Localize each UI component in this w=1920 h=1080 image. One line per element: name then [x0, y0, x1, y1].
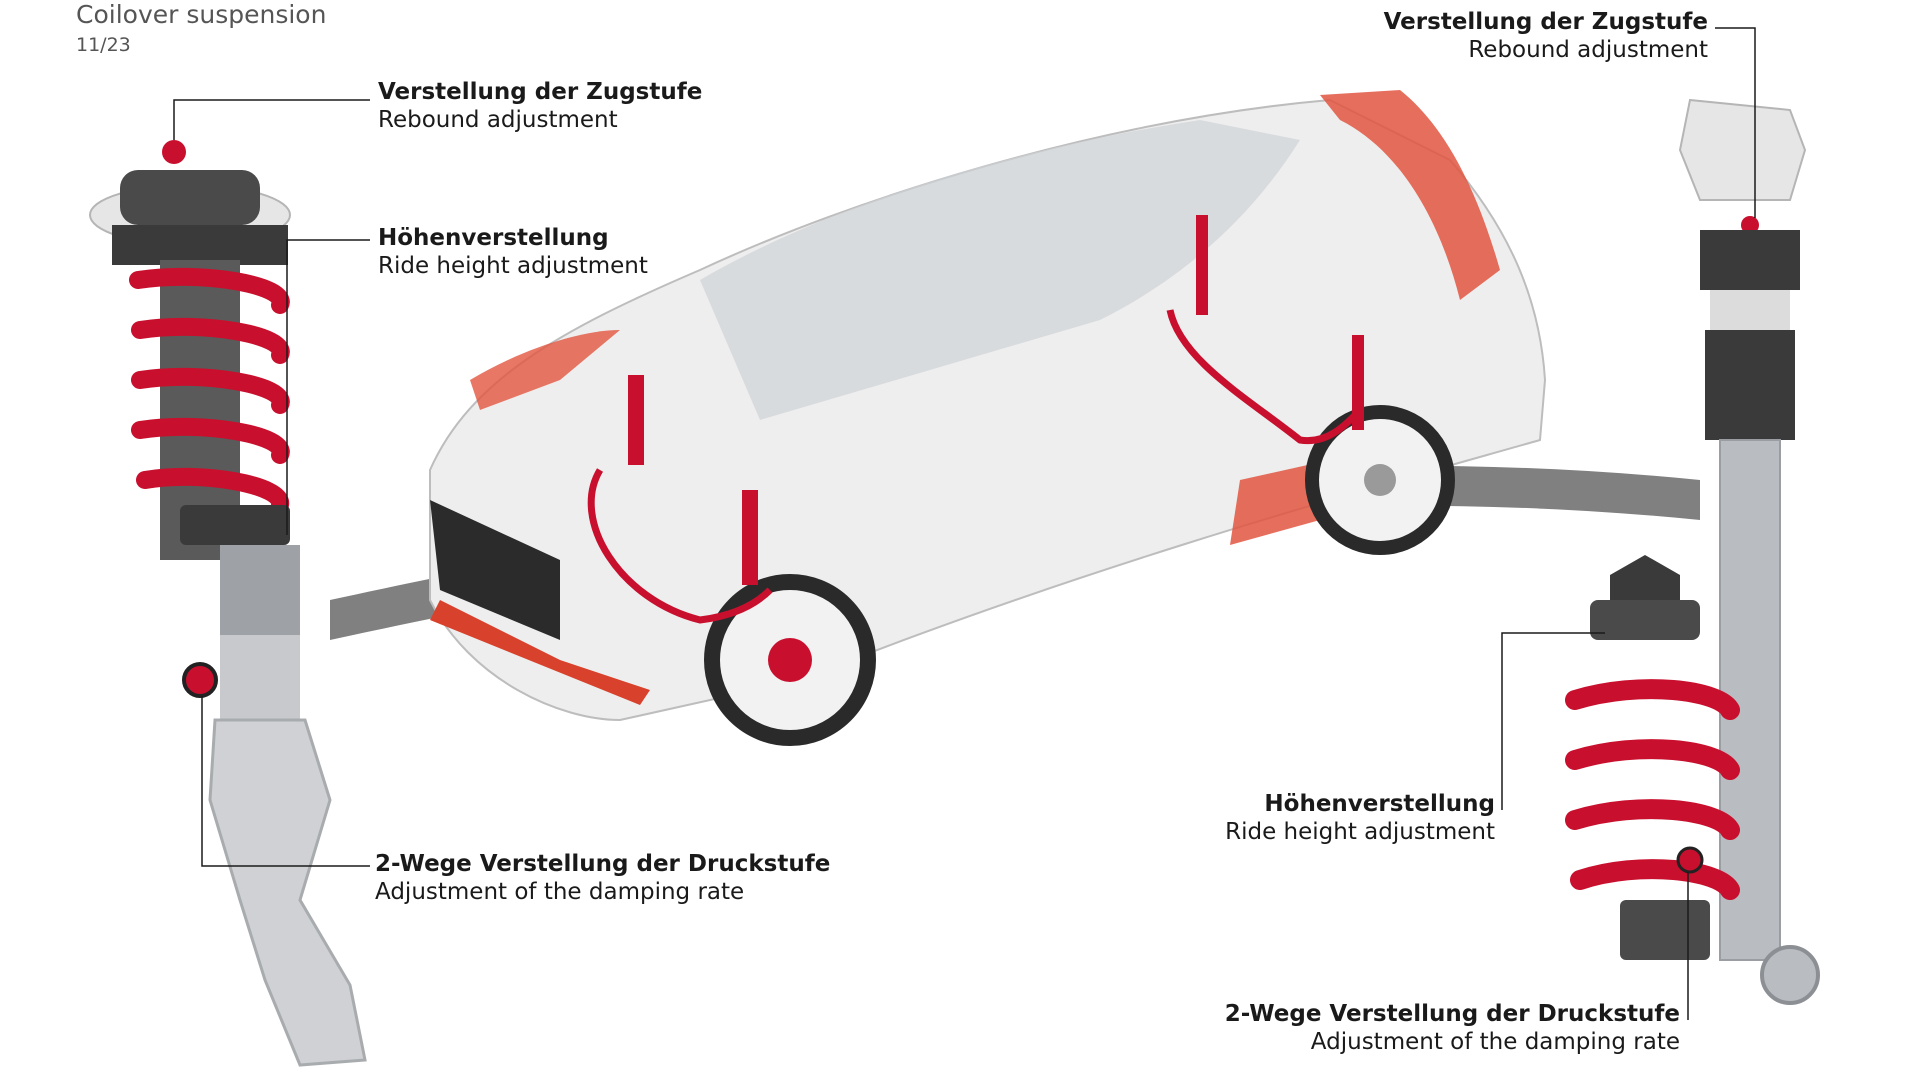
callout-right-rebound-en: Rebound adjustment — [1468, 37, 1708, 63]
threaded-body — [220, 545, 300, 635]
callout-right-damping-en: Adjustment of the damping rate — [1310, 1029, 1680, 1055]
steering-knuckle — [208, 718, 367, 1067]
car-illustration — [429, 90, 1547, 746]
front-coilover-illustration — [89, 140, 367, 1067]
front-strut-left — [628, 375, 644, 465]
callout-right-rebound-de: Verstellung der Zugstufe — [1383, 9, 1708, 35]
rear-stabilizer — [1166, 309, 1363, 445]
height-ring — [180, 505, 290, 545]
callout-right-damping-de: 2-Wege Verstellung der Druckstufe — [1224, 1001, 1680, 1027]
callout-left-height-en: Ride height adjustment — [378, 253, 648, 279]
callout-right-height: Höhenverstellung Ride height adjustment — [1225, 790, 1495, 846]
leader-left-height — [286, 239, 370, 535]
rear-strut-right — [1352, 335, 1364, 430]
callout-left-height-de: Höhenverstellung — [378, 225, 609, 251]
callout-left-rebound-de: Verstellung der Zugstufe — [378, 79, 703, 105]
leader-lines — [173, 27, 1756, 1020]
rear-damper-illustration — [1565, 98, 1820, 1005]
side-wrap — [1230, 460, 1330, 545]
callout-left-rebound-en: Rebound adjustment — [378, 107, 618, 133]
front-spring — [129, 267, 290, 514]
page-number: 11/23 — [76, 34, 131, 56]
rear-damping-knob — [1676, 846, 1704, 874]
callout-right-height-en: Ride height adjustment — [1225, 819, 1495, 845]
rear-strut-left — [1196, 215, 1208, 315]
callout-left-damping-de: 2-Wege Verstellung der Druckstufe — [375, 851, 831, 877]
spring-seat-top — [1610, 555, 1680, 600]
hood-wrap — [470, 330, 620, 410]
callout-right-rebound: Verstellung der Zugstufe Rebound adjustm… — [1384, 8, 1708, 64]
rear-top-mount — [1678, 98, 1807, 201]
leader-left-rebound — [173, 99, 370, 140]
rear-rebound-knob — [1741, 216, 1759, 234]
rebound-knob — [162, 140, 186, 164]
front-stabilizer — [587, 468, 773, 624]
front-splitter — [430, 600, 650, 705]
front-grille — [430, 500, 560, 640]
car-roof-glass — [700, 120, 1300, 420]
leader-right-rebound — [1715, 27, 1756, 218]
callout-left-damping: 2-Wege Verstellung der Druckstufe Adjust… — [375, 850, 830, 906]
front-strut-right — [742, 490, 758, 585]
page-title: Coilover suspension — [76, 0, 327, 29]
callout-left-height: Höhenverstellung Ride height adjustment — [378, 224, 648, 280]
leader-left-damping — [201, 696, 370, 867]
leader-right-height — [1501, 632, 1605, 810]
callout-right-height-de: Höhenverstellung — [1264, 791, 1495, 817]
callout-left-rebound: Verstellung der Zugstufe Rebound adjustm… — [378, 78, 702, 134]
front-brake-caliper — [768, 638, 812, 682]
callout-left-damping-en: Adjustment of the damping rate — [375, 879, 745, 905]
roof-wrap-stripe — [1320, 90, 1500, 300]
rear-spring — [1565, 679, 1740, 900]
callout-right-damping: 2-Wege Verstellung der Druckstufe Adjust… — [1225, 1000, 1680, 1056]
damping-knob — [182, 662, 218, 698]
